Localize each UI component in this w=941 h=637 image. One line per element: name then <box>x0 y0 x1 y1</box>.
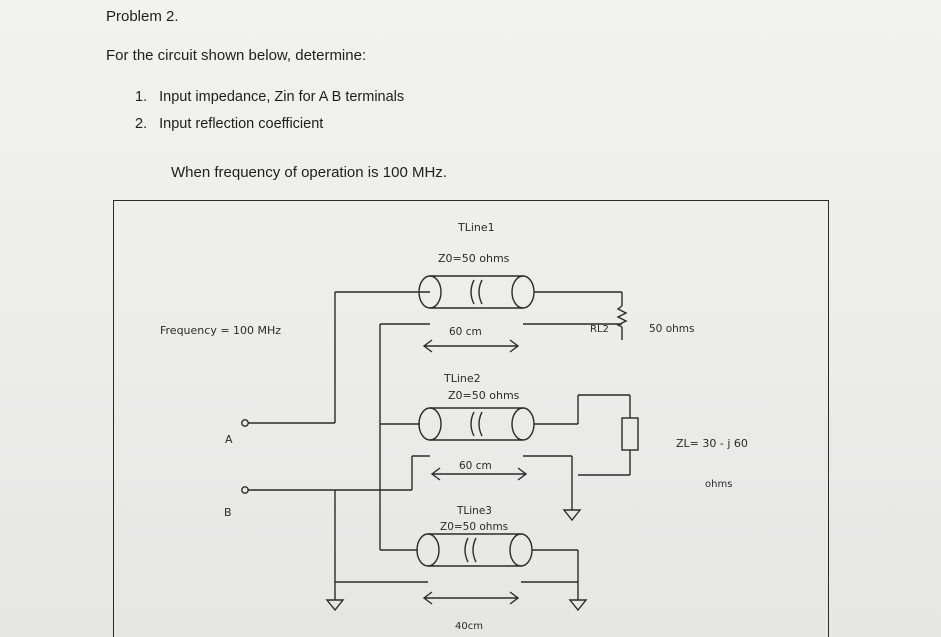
tline3-name: TLine3 <box>456 505 492 517</box>
ground-symbol-mid <box>562 503 582 522</box>
terminal-b-label: B <box>224 506 232 519</box>
tline2-impedance: Z0=50 ohms <box>448 389 520 402</box>
tline1-length: 60 cm <box>449 326 482 338</box>
tline1-impedance: Z0=50 ohms <box>438 252 510 265</box>
tline1-name: TLine1 <box>457 221 495 234</box>
tline2-length: 60 cm <box>459 460 492 472</box>
task-2-number: 2. <box>135 116 148 132</box>
problem-prompt: For the circuit shown below, determine: <box>106 47 367 64</box>
tline2-symbol <box>380 394 639 503</box>
ground-symbol-right <box>568 590 588 612</box>
task-item-1: 1. Input impedance, Zin for A B terminal… <box>135 89 404 105</box>
circuit-frame <box>113 200 829 637</box>
frequency-label: Frequency = 100 MHz <box>160 324 281 337</box>
terminal-a-label: A <box>225 433 233 446</box>
load-impedance-unit: ohms <box>705 479 732 490</box>
resistor-value: 50 ohms <box>649 323 694 335</box>
load-impedance-value: ZL= 30 - j 60 <box>676 437 748 450</box>
resistor-name: RL2 <box>590 324 609 335</box>
tline1-symbol <box>335 275 628 475</box>
terminal-b <box>241 486 412 590</box>
terminal-a <box>241 292 336 427</box>
task-1-text: Input impedance, Zin for A B terminals <box>159 89 405 105</box>
frequency-condition: When frequency of operation is 100 MHz. <box>171 164 447 181</box>
task-item-2: 2. Input reflection coefficient <box>135 116 323 132</box>
ground-symbol-left <box>325 590 345 612</box>
tline2-name: TLine2 <box>443 372 481 385</box>
tline3-length: 40cm <box>455 621 483 632</box>
tline3-impedance: Z0=50 ohms <box>440 521 508 533</box>
problem-title: Problem 2. <box>106 8 179 25</box>
task-1-number: 1. <box>135 89 148 105</box>
task-2-text: Input reflection coefficient <box>159 116 324 132</box>
tline3-symbol <box>335 475 579 605</box>
